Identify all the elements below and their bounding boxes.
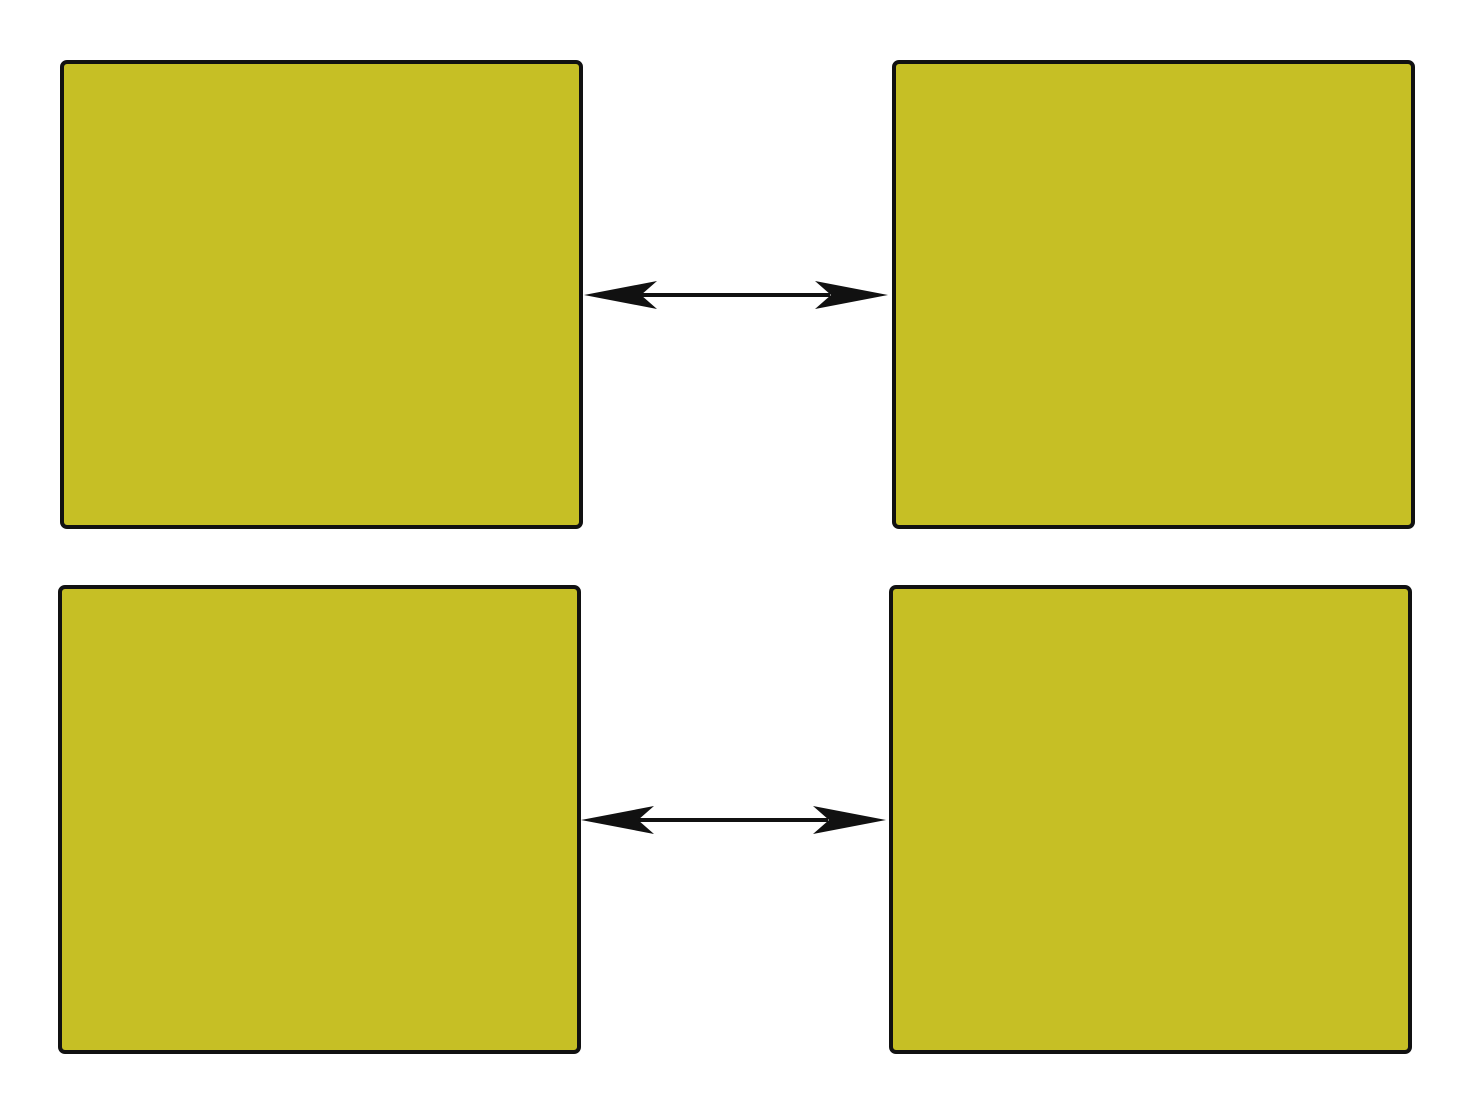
bidirectional-arrow-bottom <box>581 806 886 834</box>
arrowhead-right-top <box>815 281 888 309</box>
box-top-left <box>60 60 583 529</box>
bidirectional-arrow-top <box>584 281 888 309</box>
arrowhead-right-bottom <box>813 806 886 834</box>
box-bottom-left <box>58 585 581 1054</box>
box-bottom-right <box>889 585 1412 1054</box>
arrowhead-left-top <box>584 281 657 309</box>
box-top-right <box>892 60 1415 529</box>
arrowhead-left-bottom <box>581 806 654 834</box>
